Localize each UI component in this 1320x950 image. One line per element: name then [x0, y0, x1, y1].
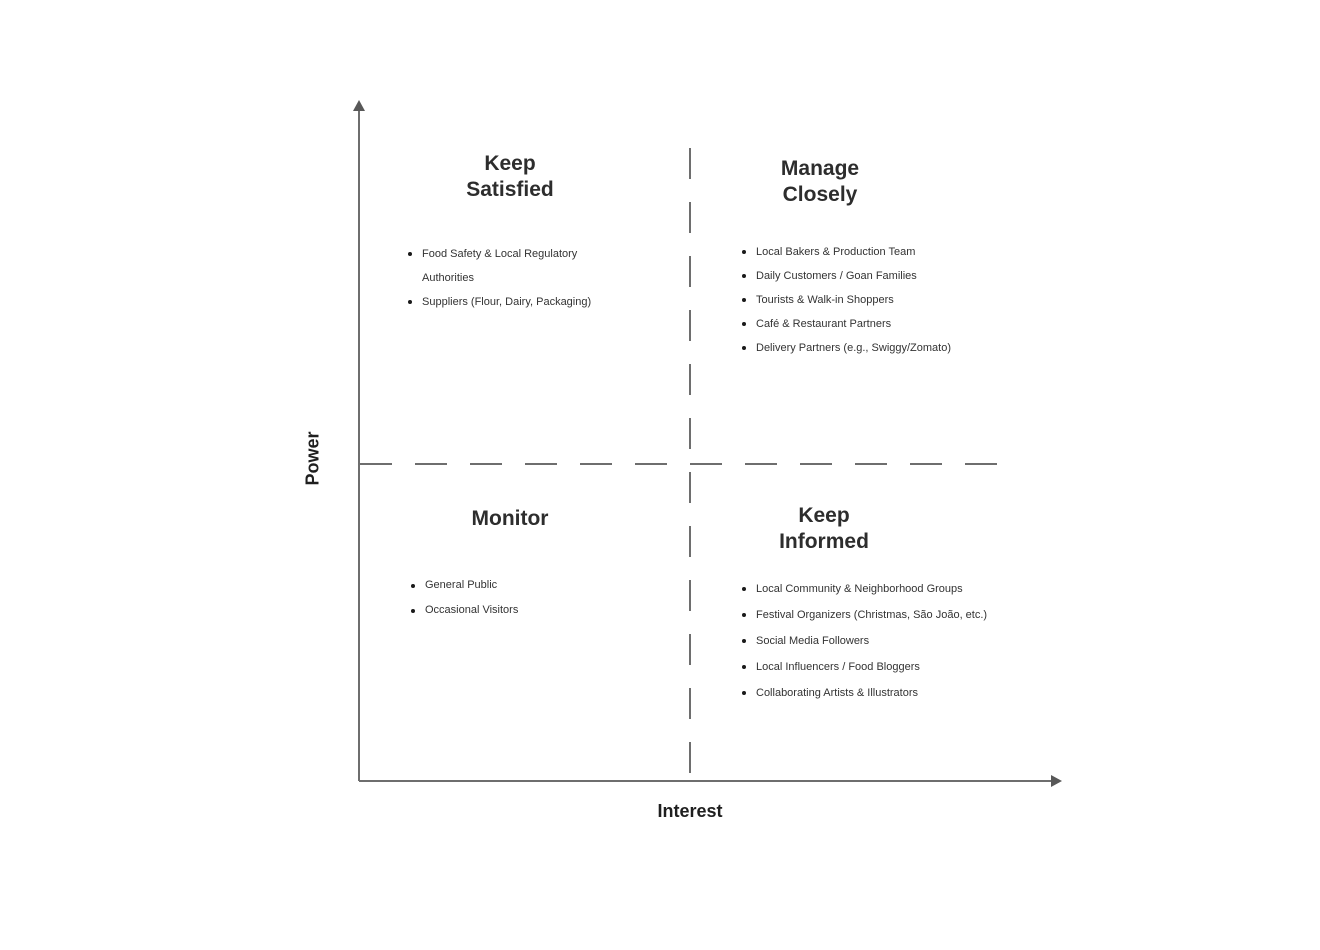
- list-item-label: Suppliers (Flour, Dairy, Packaging): [422, 296, 592, 308]
- stakeholder-list-monitor: General Public Occasional Visitors: [411, 573, 518, 623]
- stakeholder-list-keep-informed: Local Community & Neighborhood Groups Fe…: [742, 576, 987, 706]
- list-item-label: Local Influencers / Food Bloggers: [756, 661, 920, 673]
- quadrant-title-manage-closely: Manage Closely: [780, 157, 860, 206]
- list-item: Local Bakers & Production Team: [742, 240, 951, 264]
- list-item-label: General Public: [425, 579, 498, 591]
- bullet-icon: [411, 609, 415, 613]
- bullet-icon: [742, 298, 746, 302]
- list-item: General Public: [411, 573, 518, 598]
- list-item: Social Media Followers: [742, 628, 987, 654]
- bullet-icon: [742, 691, 746, 695]
- y-axis-arrow-icon: [353, 100, 365, 111]
- list-item: Daily Customers / Goan Families: [742, 264, 951, 288]
- vertical-dashed-divider: [689, 148, 691, 781]
- list-item: Local Influencers / Food Bloggers: [742, 654, 987, 680]
- list-item-label: Local Bakers & Production Team: [756, 246, 916, 258]
- list-item: Occasional Visitors: [411, 598, 518, 623]
- list-item: Collaborating Artists & Illustrators: [742, 680, 987, 706]
- list-item-label: Social Media Followers: [756, 635, 870, 647]
- list-item-label: Café & Restaurant Partners: [756, 318, 892, 330]
- list-item: Festival Organizers (Christmas, São João…: [742, 602, 987, 628]
- list-item-label: Daily Customers / Goan Families: [756, 270, 917, 282]
- bullet-icon: [742, 274, 746, 278]
- list-item: Café & Restaurant Partners: [742, 312, 951, 336]
- list-item: Delivery Partners (e.g., Swiggy/Zomato): [742, 336, 951, 360]
- y-axis-label: Power: [302, 431, 323, 486]
- list-item-label: Tourists & Walk-in Shoppers: [756, 294, 894, 306]
- quadrant-title-keep-informed: Keep Informed: [779, 504, 869, 553]
- stakeholder-list-keep-satisfied: Food Safety & Local Regulatory Authoriti…: [408, 242, 598, 314]
- quadrant-title-keep-satisfied: Keep Satisfied: [466, 152, 554, 201]
- list-item: Food Safety & Local Regulatory Authoriti…: [408, 242, 598, 290]
- x-axis-arrow-icon: [1051, 775, 1062, 787]
- bullet-icon: [742, 250, 746, 254]
- bullet-icon: [742, 665, 746, 669]
- bullet-icon: [742, 346, 746, 350]
- x-axis-line: [359, 780, 1053, 782]
- bullet-icon: [742, 613, 746, 617]
- y-axis-line: [358, 110, 360, 781]
- bullet-icon: [408, 300, 412, 304]
- list-item-label: Delivery Partners (e.g., Swiggy/Zomato): [756, 342, 952, 354]
- list-item-label: Collaborating Artists & Illustrators: [756, 687, 919, 699]
- quadrant-title-monitor: Monitor: [471, 507, 549, 530]
- stakeholder-list-manage-closely: Local Bakers & Production Team Daily Cus…: [742, 240, 951, 360]
- bullet-icon: [742, 587, 746, 591]
- list-item-label: Food Safety & Local Regulatory Authoriti…: [422, 248, 578, 284]
- bullet-icon: [742, 322, 746, 326]
- list-item: Local Community & Neighborhood Groups: [742, 576, 987, 602]
- bullet-icon: [408, 252, 412, 256]
- bullet-icon: [742, 639, 746, 643]
- list-item: Tourists & Walk-in Shoppers: [742, 288, 951, 312]
- list-item-label: Local Community & Neighborhood Groups: [756, 583, 963, 595]
- list-item-label: Festival Organizers (Christmas, São João…: [756, 609, 988, 621]
- list-item: Suppliers (Flour, Dairy, Packaging): [408, 290, 598, 314]
- list-item-label: Occasional Visitors: [425, 604, 519, 616]
- bullet-icon: [411, 584, 415, 588]
- x-axis-label: Interest: [657, 801, 723, 821]
